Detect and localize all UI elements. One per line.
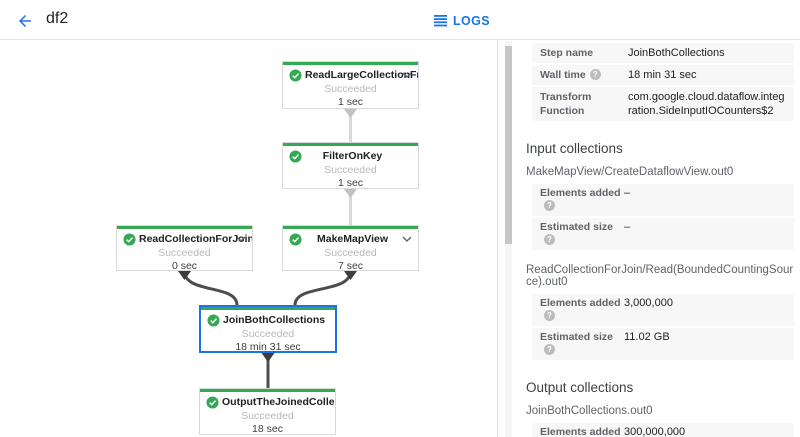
panel-scrollbar-track[interactable]: [505, 41, 512, 437]
output-collections-heading: Output collections: [526, 380, 634, 395]
step-info-row: Wall time? 18 min 31 sec: [532, 65, 794, 85]
logs-button[interactable]: LOGS: [433, 9, 490, 33]
node-status-bar: [283, 143, 418, 146]
metric-row: Estimated size? –: [532, 218, 794, 250]
help-icon[interactable]: ?: [544, 344, 555, 355]
graph-node-joinbothcollections[interactable]: JoinBothCollections Succeeded 18 min 31 …: [199, 305, 337, 353]
arrowhead-down-icon: [261, 353, 275, 362]
collection-metrics: Elements added? 300,000,000 Estimated si…: [532, 423, 794, 437]
graph-node-readlargecollection[interactable]: ReadLargeCollectionFr... Succeeded 1 sec: [282, 61, 419, 109]
check-circle-icon: [123, 233, 136, 246]
metric-label: Elements added?: [540, 297, 621, 321]
collection-name: ReadCollectionForJoin/Read(BoundedCounti…: [526, 264, 794, 288]
metric-row: Elements added? –: [532, 184, 794, 216]
node-label: ReadLargeCollectionFr...: [305, 69, 418, 81]
input-collections-heading: Input collections: [526, 141, 623, 156]
node-label: MakeMapView: [316, 233, 388, 245]
node-label: FilterOnKey: [322, 150, 383, 162]
metric-row: Estimated size? 11.02 GB: [532, 328, 794, 360]
node-status: Succeeded: [324, 164, 377, 176]
help-icon[interactable]: ?: [544, 234, 555, 245]
edge-readcollection-join: [183, 270, 239, 306]
logs-list-icon: [433, 15, 447, 27]
step-info-label: Step name: [540, 47, 594, 59]
collection-name: JoinBothCollections.out0: [526, 405, 653, 417]
arrowhead-down-icon: [344, 271, 357, 280]
step-info-row: Step name JoinBothCollections: [532, 43, 794, 63]
metric-label: Elements added?: [540, 187, 621, 211]
help-icon[interactable]: ?: [544, 200, 555, 211]
back-button[interactable]: [12, 8, 38, 34]
check-circle-icon: [289, 233, 302, 246]
job-graph-panel: ReadLargeCollectionFr... Succeeded 1 sec…: [0, 40, 498, 437]
arrowhead-down-icon: [178, 271, 191, 280]
help-icon[interactable]: ?: [589, 69, 601, 80]
step-panel-body: Step name JoinBothCollections Wall time?…: [498, 40, 800, 437]
chevron-down-icon[interactable]: [402, 234, 412, 244]
metric-value: –: [624, 221, 631, 233]
metric-value: 11.02 GB: [624, 331, 670, 343]
chevron-down-icon[interactable]: [236, 234, 246, 244]
panel-scrollbar-thumb[interactable]: [505, 46, 512, 244]
node-status: Succeeded: [241, 328, 295, 340]
edge-makemapview-join: [293, 270, 352, 306]
step-info-value: JoinBothCollections: [628, 47, 725, 59]
node-status-bar: [117, 226, 252, 229]
node-status: Succeeded: [324, 247, 377, 259]
node-time: 1 sec: [337, 96, 364, 108]
node-status: Succeeded: [324, 83, 377, 95]
step-info-label: Wall time?: [540, 68, 628, 82]
help-icon[interactable]: ?: [544, 310, 555, 321]
node-label: OutputTheJoinedCollec...: [222, 396, 335, 408]
top-header: df2 LOGS: [0, 0, 800, 40]
metric-value: –: [624, 187, 631, 199]
collection-metrics: Elements added? – Estimated size? –: [532, 184, 794, 250]
step-info-value: com.google.cloud.dataflow.integration.Si…: [628, 91, 785, 117]
node-time: 18 sec: [252, 423, 283, 435]
graph-node-filteronkey[interactable]: FilterOnKey Succeeded 1 sec: [282, 142, 419, 189]
metric-label: Estimated size?: [540, 331, 613, 355]
node-time: 7 sec: [337, 260, 364, 272]
collection-name: MakeMapView/CreateDataflowView.out0: [526, 166, 734, 178]
arrow-back-icon: [19, 15, 31, 27]
check-circle-icon: [207, 314, 220, 327]
metric-label: Elements added?: [540, 426, 621, 437]
arrowhead-down-icon: [344, 109, 357, 118]
step-info-label: Transform Function: [540, 91, 592, 117]
check-circle-icon: [289, 69, 302, 82]
node-status-bar: [283, 62, 418, 65]
metric-value: 300,000,000: [624, 426, 686, 437]
logs-button-label: LOGS: [452, 14, 490, 28]
graph-edges: [178, 109, 357, 388]
step-details-panel: Step Step name JoinBothCollections Wall …: [498, 0, 800, 437]
check-circle-icon: [289, 150, 302, 163]
metric-value: 3,000,000: [624, 297, 673, 309]
node-time: 1 sec: [337, 177, 364, 189]
graph-node-outputthejoined[interactable]: OutputTheJoinedCollec... Succeeded 18 se…: [199, 388, 336, 435]
node-label: JoinBothCollections: [223, 314, 326, 326]
node-label: ReadCollectionForJoin: [139, 233, 252, 245]
metric-row: Elements added? 3,000,000: [532, 294, 794, 326]
node-time: 0 sec: [171, 260, 198, 272]
metric-row: Elements added? 300,000,000: [532, 423, 794, 437]
node-status-bar: [283, 226, 418, 229]
graph-node-makemapview[interactable]: MakeMapView Succeeded 7 sec: [282, 225, 419, 272]
metric-label: Estimated size?: [540, 221, 613, 245]
node-status: Succeeded: [241, 410, 294, 422]
step-info-value: 18 min 31 sec: [628, 69, 697, 81]
collection-metrics: Elements added? 3,000,000 Estimated size…: [532, 294, 794, 360]
job-title: df2: [46, 10, 69, 27]
node-status-bar: [200, 389, 335, 392]
step-info-row: Transform Function com.google.cloud.data…: [532, 87, 794, 121]
node-status: Succeeded: [158, 247, 211, 259]
check-circle-icon: [206, 396, 219, 409]
node-status-bar: [201, 307, 335, 310]
step-info-table: Step name JoinBothCollections Wall time?…: [532, 43, 794, 121]
chevron-down-icon[interactable]: [402, 70, 412, 80]
graph-node-readcollectionforjoin[interactable]: ReadCollectionForJoin Succeeded 0 sec: [116, 225, 253, 272]
node-time: 18 min 31 sec: [235, 341, 301, 353]
arrowhead-down-icon: [344, 189, 357, 198]
